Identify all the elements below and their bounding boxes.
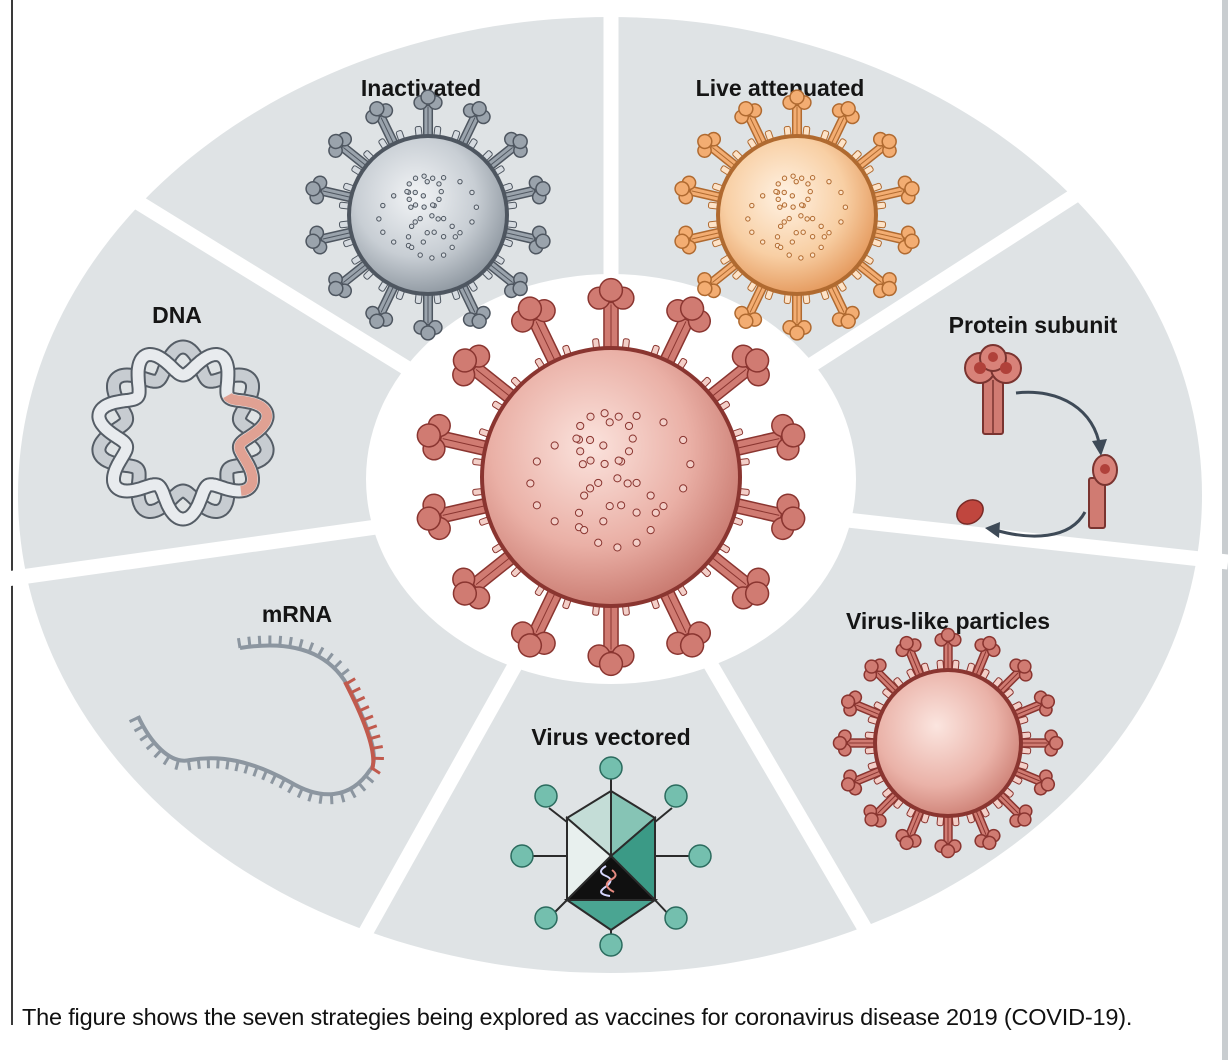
label-mrna: mRNA	[262, 601, 332, 627]
grey-virus-icon	[305, 89, 551, 341]
spike-protein-icon	[956, 344, 1118, 538]
label-protein-subunit: Protein subunit	[949, 312, 1118, 338]
left-border-line	[11, 0, 13, 1025]
right-page-edge	[1222, 0, 1228, 1060]
label-live-attenuated: Live attenuated	[696, 75, 865, 101]
label-dna: DNA	[152, 302, 202, 328]
dna-plasmid-icon	[91, 339, 275, 527]
center-coronavirus-icon	[416, 277, 806, 677]
vlp-icon	[832, 627, 1064, 859]
label-virus-vectored: Virus vectored	[531, 724, 690, 750]
adenovirus-icon	[510, 756, 712, 957]
figure-caption: The figure shows the seven strategies be…	[22, 1004, 1133, 1030]
mrna-strand-icon	[128, 635, 384, 805]
orange-virus-icon	[674, 89, 920, 341]
vaccine-strategies-diagram: Inactivated Live attenuated Protein subu…	[18, 17, 1202, 973]
